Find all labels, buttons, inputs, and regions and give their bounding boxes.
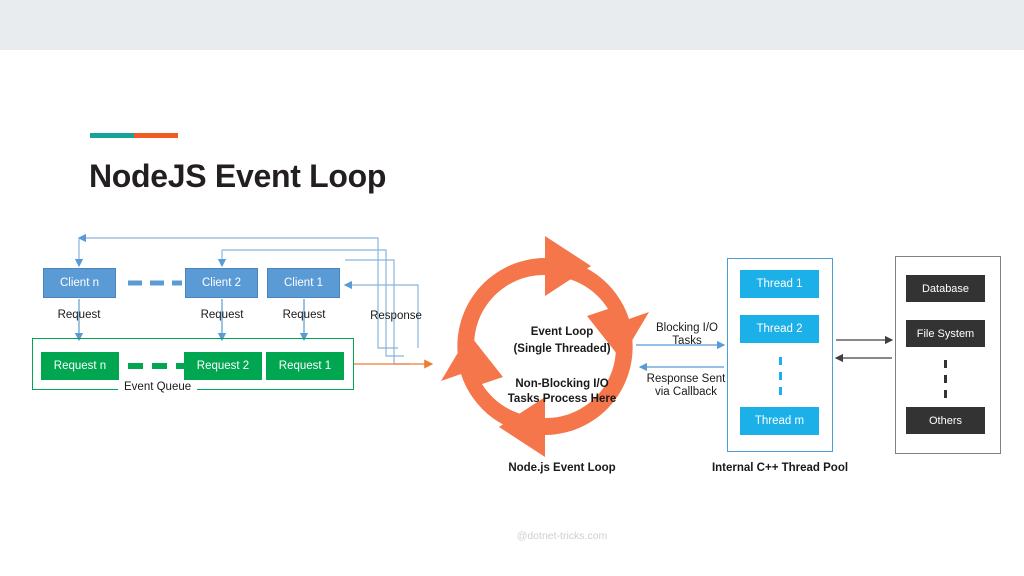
accent-bar-orange-segment	[134, 133, 178, 138]
request-box-1[interactable]: Request 1	[266, 352, 344, 380]
resources-ellipsis	[944, 360, 947, 405]
event-loop-note-line1: Non-Blocking I/O	[515, 378, 609, 390]
thread-box-1[interactable]: Thread 1	[740, 270, 819, 298]
thread-label: Thread 2	[756, 323, 803, 335]
client-box-1[interactable]: Client 1	[267, 268, 340, 298]
response-label: Response	[370, 310, 422, 322]
thread-box-m[interactable]: Thread m	[740, 407, 819, 435]
event-queue-legend: Event Queue	[118, 381, 198, 393]
request-box-label: Request 2	[196, 360, 250, 372]
resource-box-database[interactable]: Database	[906, 275, 985, 302]
connector-layer	[74, 233, 894, 457]
client-box-n[interactable]: Client n	[43, 268, 116, 298]
watermark-text: @dotnet-tricks.com	[516, 530, 608, 542]
resource-label: Others	[928, 414, 962, 427]
callback-label-line2: via Callback	[655, 386, 717, 398]
callback-label-line1: Response Sent	[646, 373, 726, 385]
resource-label: File System	[916, 327, 975, 340]
event-loop-diagram: Client n Client 2 Client 1 Request Reque…	[0, 230, 1024, 542]
resource-label: Database	[921, 282, 970, 295]
request-box-label: Request n	[53, 360, 107, 372]
event-loop-subtitle: (Single Threaded)	[513, 343, 611, 355]
thread-pool-caption: Internal C++ Thread Pool	[711, 462, 849, 474]
client-box-2[interactable]: Client 2	[185, 268, 258, 298]
event-loop-caption: Node.js Event Loop	[508, 462, 616, 474]
client-label: Client 1	[284, 277, 323, 289]
request-label-n: Request	[57, 309, 101, 321]
thread-pool-frame	[727, 258, 833, 452]
request-box-label: Request 1	[278, 360, 332, 372]
event-loop-title: Event Loop	[530, 326, 594, 338]
resources-frame	[895, 256, 1001, 454]
thread-label: Thread m	[754, 415, 805, 427]
request-label-1: Request	[282, 309, 326, 321]
accent-bar	[90, 133, 178, 138]
blocking-io-label-line2: Tasks	[672, 335, 702, 347]
client-label: Client 2	[202, 277, 241, 289]
thread-label: Thread 1	[756, 278, 803, 290]
event-loop-note-line2: Tasks Process Here	[507, 393, 617, 405]
request-label-2: Request	[200, 309, 244, 321]
client-label: Client n	[60, 277, 99, 289]
top-bar	[0, 0, 1024, 50]
thread-box-2[interactable]: Thread 2	[740, 315, 819, 343]
resource-box-others[interactable]: Others	[906, 407, 985, 434]
event-loop-ring	[441, 236, 649, 457]
blocking-io-label-line1: Blocking I/O	[656, 322, 718, 334]
thread-pool-ellipsis	[779, 357, 782, 402]
accent-bar-teal-segment	[90, 133, 134, 138]
page-title: NodeJS Event Loop	[89, 158, 387, 194]
resource-box-file-system[interactable]: File System	[906, 320, 985, 347]
request-box-2[interactable]: Request 2	[184, 352, 262, 380]
request-box-n[interactable]: Request n	[41, 352, 119, 380]
